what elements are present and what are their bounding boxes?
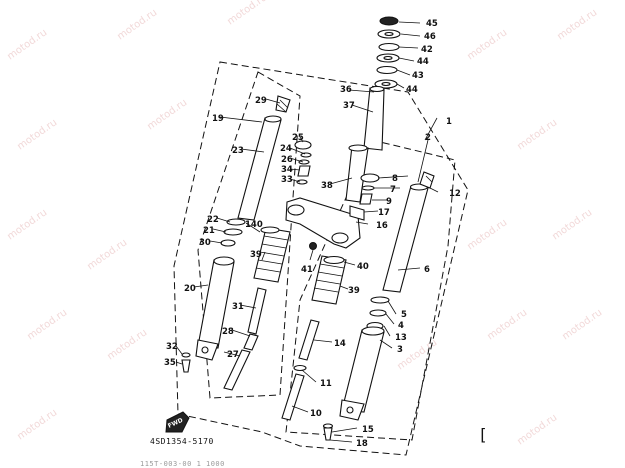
- watermark-text: motod.ru: [5, 207, 49, 242]
- watermark-text: motod.ru: [555, 7, 599, 42]
- callout-36: 36: [340, 85, 352, 95]
- callout-labels: 45 46 42 44 43 44 1 36 37 2 29 19 23 25 …: [164, 19, 461, 449]
- watermark-text: motod.ru: [465, 217, 509, 252]
- callout-34: 34: [281, 165, 293, 175]
- callout-1: 1: [446, 117, 452, 127]
- bracket-mark: [: [478, 425, 488, 444]
- callout-3: 3: [397, 345, 403, 355]
- right-drain-bolt: [322, 423, 334, 441]
- group-lead: [424, 117, 438, 141]
- right-inner-frame: [285, 139, 456, 441]
- top-nut-stack: [374, 16, 401, 89]
- callout-5: 5: [401, 310, 407, 320]
- watermark-text: motod.ru: [485, 307, 529, 342]
- outer-frame: [173, 61, 469, 456]
- watermark-text: motod.ru: [515, 117, 559, 152]
- left-inner-frame: [197, 71, 301, 399]
- watermark-text: motod.ru: [560, 307, 604, 342]
- callout-45: 45: [426, 19, 438, 29]
- watermark-text: motod.ru: [15, 117, 59, 152]
- drawing-code: 4SD1354-5170: [150, 437, 214, 446]
- right-cap-parts: [359, 173, 380, 205]
- callout-4: 4: [398, 321, 404, 331]
- callout-25: 25: [292, 133, 304, 143]
- assembly-frames: [173, 61, 469, 456]
- left-seals: [220, 218, 246, 247]
- callout-23: 23: [232, 146, 244, 156]
- callout-7: 7: [390, 185, 396, 195]
- callout-9: 9: [386, 197, 392, 207]
- callout-30: 30: [199, 238, 211, 248]
- spring-seats: [260, 226, 345, 265]
- callout-29: 29: [255, 96, 267, 106]
- callout-40: 40: [357, 262, 369, 272]
- watermark-text: motod.ru: [465, 27, 509, 62]
- callout-13: 13: [395, 333, 407, 343]
- callout-10: 10: [310, 409, 322, 419]
- watermark-text: motod.ru: [15, 407, 59, 442]
- callout-16: 16: [376, 221, 388, 231]
- callout-22: 22: [207, 215, 219, 225]
- footer-text: 115T-003-00 1 1000: [140, 460, 225, 468]
- callout-38: 38: [321, 181, 333, 191]
- callout-19: 19: [212, 114, 224, 124]
- callout-27: 27: [227, 350, 239, 360]
- callout-24: 24: [280, 144, 292, 154]
- callout-8: 8: [392, 174, 398, 184]
- steering-stem: [345, 85, 385, 203]
- callout-17: 17: [378, 208, 390, 218]
- watermark-text: motod.ru: [105, 327, 149, 362]
- left-cap-parts: [294, 140, 312, 185]
- callout-11: 11: [320, 379, 332, 389]
- watermark-text: motod.ru: [5, 27, 49, 62]
- callout-26: 26: [281, 155, 293, 165]
- watermark-text: motod.ru: [515, 412, 559, 447]
- right-fork-tube: [382, 171, 435, 293]
- left-drain-bolt: [181, 352, 191, 373]
- callout-39b: 39: [348, 286, 360, 296]
- right-damper: [281, 319, 320, 421]
- right-outer-leg: [339, 326, 385, 421]
- callout-43: 43: [412, 71, 424, 81]
- watermark-text: motod.ru: [25, 307, 69, 342]
- callout-33: 33: [281, 175, 293, 185]
- callout-39: 39: [250, 250, 262, 260]
- callout-21: 21: [203, 226, 215, 236]
- callout-18: 18: [356, 439, 368, 449]
- callout-28: 28: [222, 327, 234, 337]
- under-bracket: [285, 197, 365, 250]
- callout-37: 37: [343, 101, 355, 111]
- callout-32: 32: [166, 342, 178, 352]
- callout-44b: 44: [406, 85, 418, 95]
- watermark-text: motod.ru: [85, 237, 129, 272]
- left-outer-leg: [195, 256, 235, 361]
- callout-12: 12: [449, 189, 461, 199]
- callout-42: 42: [421, 45, 433, 55]
- leader-lines: [175, 21, 439, 443]
- callout-20: 20: [184, 284, 196, 294]
- left-damper: [223, 287, 267, 391]
- callout-41: 41: [301, 265, 313, 275]
- right-seals: [366, 296, 390, 331]
- watermark-text: motod.ru: [145, 97, 189, 132]
- watermark-text: motod.ru: [550, 207, 594, 242]
- watermark-text: motod.ru: [115, 7, 159, 42]
- callout-2: 2: [425, 133, 431, 143]
- callout-6: 6: [424, 265, 430, 275]
- callout-15: 15: [362, 425, 374, 435]
- callout-44: 44: [417, 57, 429, 67]
- callout-14: 14: [334, 339, 346, 349]
- watermark-text: motod.ru: [225, 0, 269, 27]
- callout-140: 140: [245, 220, 263, 230]
- forward-arrow-icon: FWD: [165, 411, 190, 433]
- callout-31: 31: [232, 302, 244, 312]
- callout-46: 46: [424, 32, 436, 42]
- left-fork-tube: [237, 95, 291, 221]
- left-spring: [253, 227, 291, 283]
- callout-35: 35: [164, 358, 176, 368]
